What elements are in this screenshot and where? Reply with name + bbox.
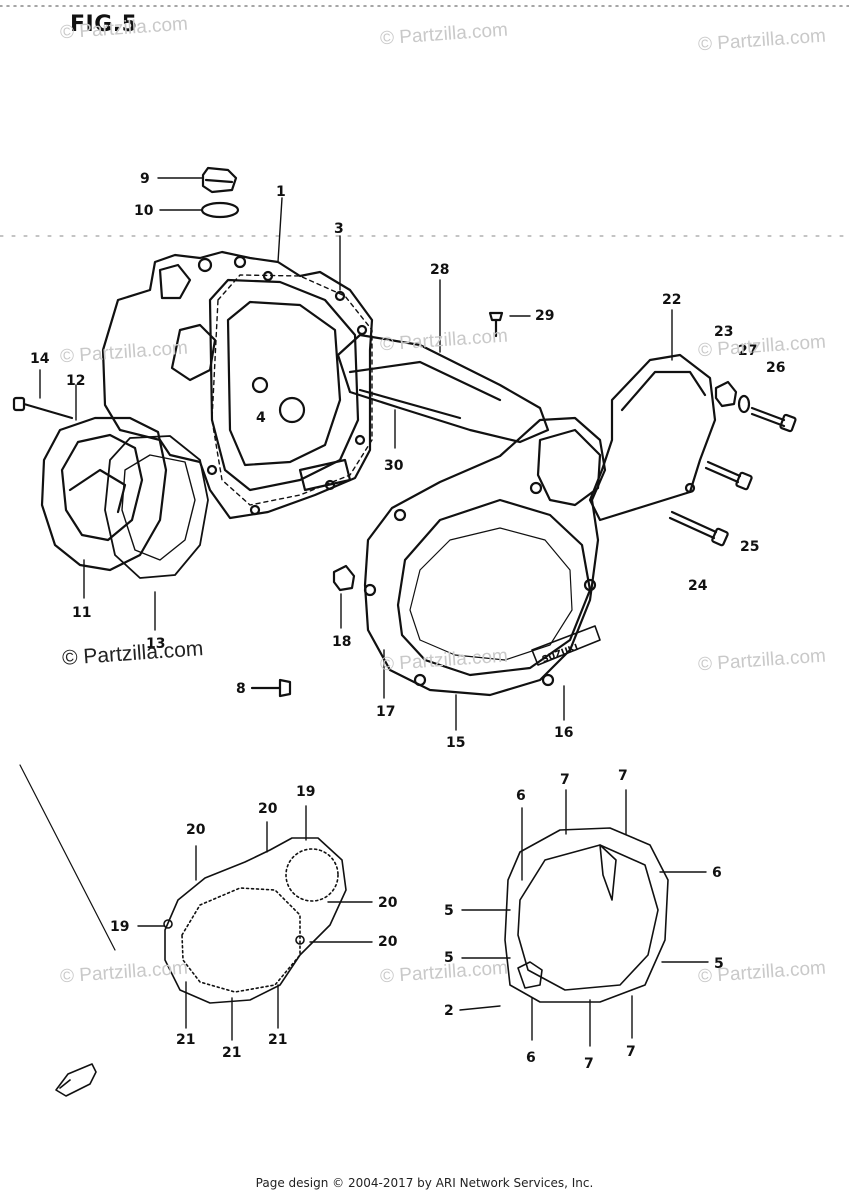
front-arrow-icon <box>55 1063 97 1097</box>
stator-cover <box>40 416 168 572</box>
bolt-26 <box>750 406 797 433</box>
callout-21-b: 21 <box>222 1045 241 1061</box>
callout-15: 15 <box>446 735 465 751</box>
callout-4: 4 <box>256 410 266 426</box>
callout-6-a: 6 <box>516 788 526 804</box>
bolt-24 <box>668 510 729 547</box>
callout-29: 29 <box>535 308 554 324</box>
collar-23 <box>714 380 738 408</box>
callout-7-d: 7 <box>626 1044 636 1060</box>
callout-5-a: 5 <box>444 903 454 919</box>
callout-7-c: 7 <box>584 1056 594 1072</box>
callout-1: 1 <box>276 184 286 200</box>
bolt-14 <box>12 396 74 420</box>
callout-28: 28 <box>430 262 449 278</box>
screw-29 <box>488 311 504 338</box>
callout-19-left: 19 <box>110 919 129 935</box>
callout-2: 2 <box>444 1003 454 1019</box>
stator-gasket <box>104 435 209 579</box>
page-footer: Page design © 2004-2017 by ARI Network S… <box>255 1176 594 1190</box>
callout-labels: 9 10 1 3 28 29 22 23 27 26 14 12 4 30 25… <box>30 171 785 1072</box>
callout-20-d: 20 <box>378 934 398 950</box>
oil-filler-cap <box>201 166 238 194</box>
bolt-25 <box>704 460 753 491</box>
callout-21-c: 21 <box>268 1032 287 1048</box>
callout-10: 10 <box>134 203 154 219</box>
callout-13: 13 <box>146 636 165 652</box>
o-ring <box>200 201 240 219</box>
callout-19-top: 19 <box>296 784 315 800</box>
callout-20-b: 20 <box>186 822 206 838</box>
callout-6-b: 6 <box>712 865 722 881</box>
callout-20-a: 20 <box>258 801 278 817</box>
case-gasket <box>211 274 373 506</box>
callout-20-c: 20 <box>378 895 398 911</box>
callout-12: 12 <box>66 373 85 389</box>
stator-cover-gasket <box>163 837 347 1004</box>
callout-9: 9 <box>140 171 150 187</box>
callout-7-b: 7 <box>618 768 628 784</box>
callout-23: 23 <box>714 324 733 340</box>
drive-shaft-housing <box>336 333 550 444</box>
callout-27: 27 <box>738 343 757 359</box>
callout-8: 8 <box>236 681 246 697</box>
callout-11: 11 <box>72 605 91 621</box>
callout-25: 25 <box>740 539 759 555</box>
callout-5-b: 5 <box>444 950 454 966</box>
callout-22: 22 <box>662 292 681 308</box>
callout-26: 26 <box>766 360 785 376</box>
clutch-cover-gasket <box>504 827 669 1003</box>
callout-3: 3 <box>334 221 344 237</box>
callout-24: 24 <box>688 578 708 594</box>
callout-7-a: 7 <box>560 772 570 788</box>
washer-27 <box>737 394 751 414</box>
callout-6-c: 6 <box>526 1050 536 1066</box>
callout-30: 30 <box>384 458 404 474</box>
emblem-plate <box>531 625 601 666</box>
clutch-cover <box>363 416 607 697</box>
dowel-pin <box>332 564 356 592</box>
figure-title: FIG.5 <box>70 12 138 37</box>
leader-lines <box>39 177 709 1047</box>
callout-18: 18 <box>332 634 351 650</box>
callout-21-a: 21 <box>176 1032 195 1048</box>
callout-16: 16 <box>554 725 573 741</box>
callout-14: 14 <box>30 351 50 367</box>
callout-5-c: 5 <box>714 956 724 972</box>
screw-8 <box>250 678 292 698</box>
crankcase-cover <box>101 250 374 520</box>
callout-17: 17 <box>376 704 395 720</box>
side-cover-plate <box>588 353 717 522</box>
